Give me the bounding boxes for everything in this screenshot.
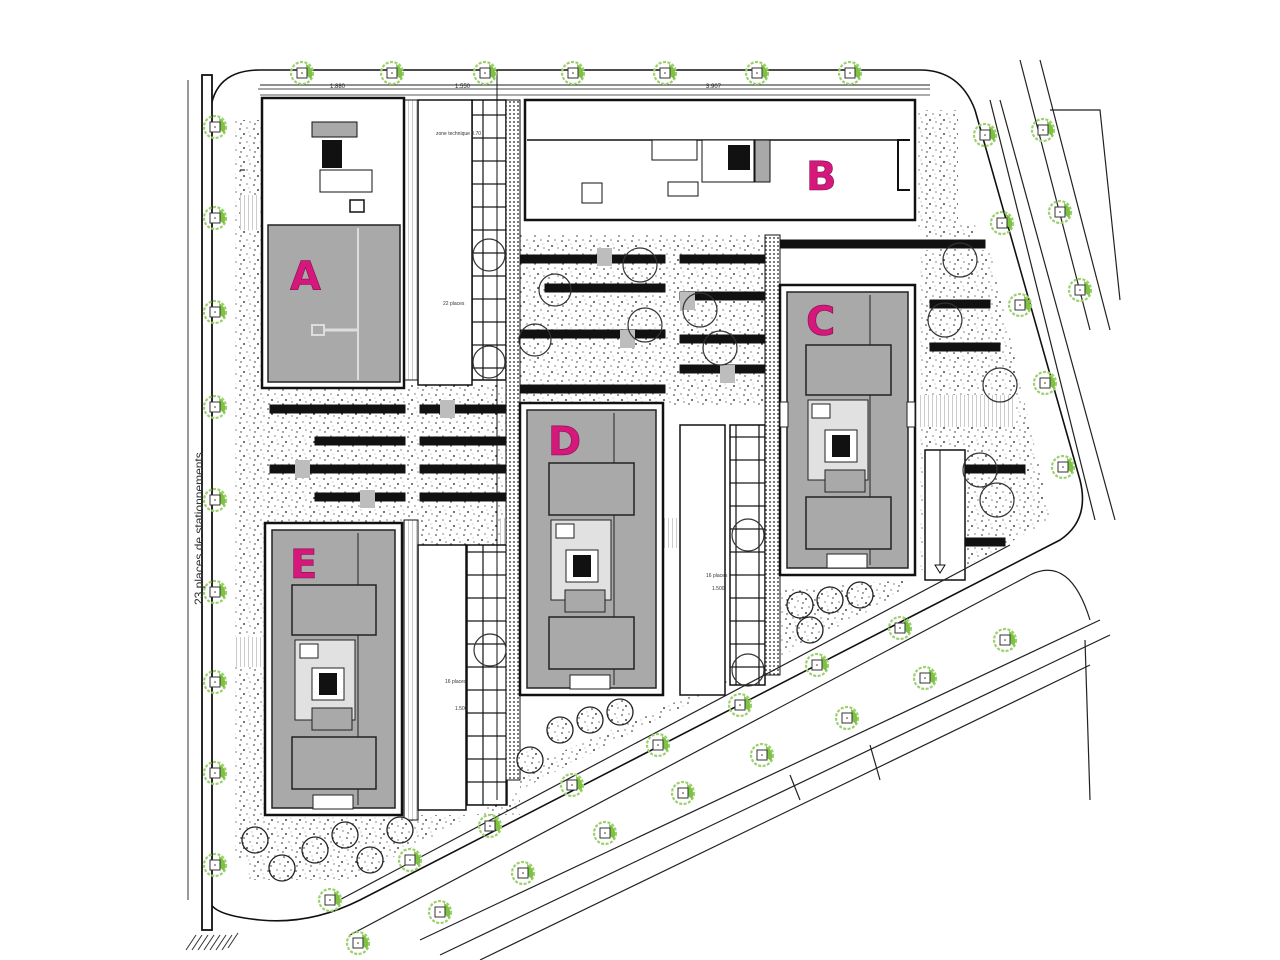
walkway-grids (403, 99, 966, 821)
note-parking-lower-dim: 1.500 (455, 706, 468, 712)
note-parking-right: 16 places (706, 573, 728, 579)
building-d[interactable]: D (518, 401, 665, 697)
roads (240, 59, 1121, 960)
building-e-label: E (290, 542, 317, 588)
note-parking-upper: 22 places (443, 301, 465, 307)
note-parking-right-dim: 1.500 (712, 586, 725, 592)
dim-top-left: 1.880 (330, 84, 346, 90)
note-parking-lower: 16 places (445, 679, 467, 685)
building-c[interactable]: C (778, 283, 917, 577)
dimension-lines: 1.880 1.550 3.907 (258, 84, 930, 90)
dim-top-mid: 1.550 (455, 84, 471, 90)
crosswalk-bottom-left (185, 932, 239, 951)
building-a[interactable]: A (260, 96, 406, 390)
building-b-label: B (806, 154, 837, 200)
site-boundary (209, 69, 1084, 922)
building-e[interactable]: E (263, 521, 404, 817)
building-a-label: A (290, 254, 321, 300)
note-service: zone technique 0.70 (436, 131, 481, 137)
building-d-label: D (548, 419, 581, 465)
parking-label: 23 places de stationnements (192, 452, 206, 605)
building-b[interactable]: B (523, 98, 917, 222)
plan-notes: zone technique 0.70 22 places 16 places … (436, 131, 728, 712)
building-c-label: C (806, 299, 835, 345)
shrubs (241, 238, 1018, 882)
dim-top-right: 3.907 (706, 84, 722, 90)
